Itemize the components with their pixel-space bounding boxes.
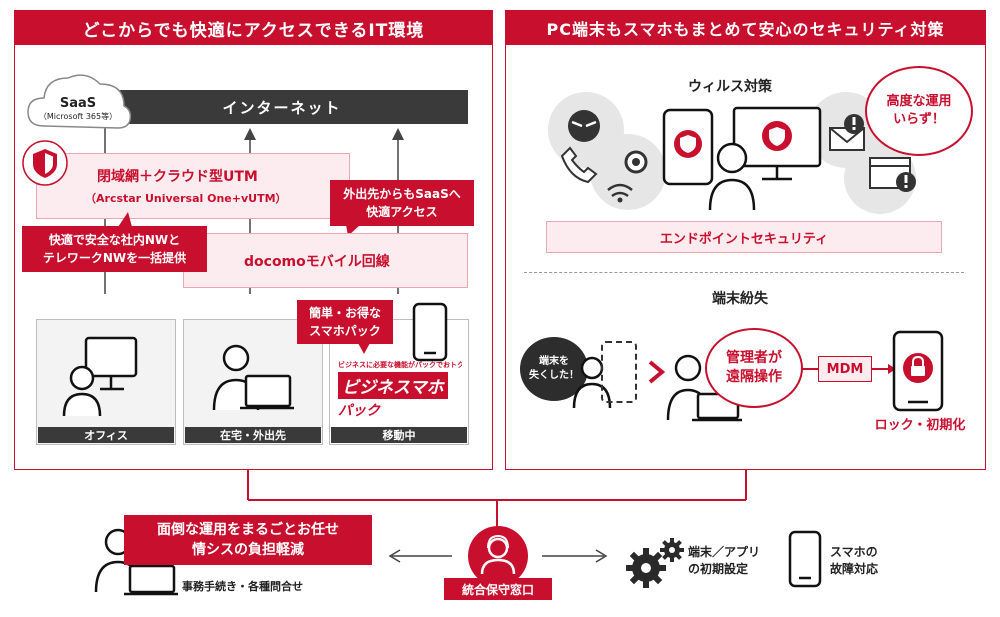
gear-icon [626, 538, 684, 588]
pack-logo-sub: パック [338, 403, 380, 419]
endpoint-security-bar: エンドポイントセキュリティ [546, 221, 942, 253]
loss-heading: 端末紛失 [712, 291, 768, 307]
business-smartphone-pack-logo: ビジネスに必要な機能がパックでおトク ビジネスマホ パック [338, 360, 462, 422]
callout-outsourcing-line2: 情シスの負担軽減 [192, 542, 304, 558]
saas-label: SaaS （Microsoft 365等） [28, 96, 128, 122]
callout-external-access: 外出先からもSaaSへ 快適アクセス [330, 180, 474, 226]
closed-network-title: 閉域網＋クラウド型UTM [97, 169, 258, 185]
device-setup-label: 端末／アプリ の初期設定 [688, 545, 761, 576]
support-window-label: 統合保守窓口 [444, 578, 552, 600]
docomo-mobile-label: docomoモバイル回線 [244, 254, 390, 270]
bottom-connectors [247, 470, 747, 563]
endpoint-security-label: エンドポイントセキュリティ [659, 231, 829, 247]
location-label-home: 在宅・外出先 [185, 427, 321, 443]
callout-smartphone-pack: 簡単・お得な スマホパック [297, 300, 393, 344]
callout-pack-text: 簡単・お得な スマホパック [308, 306, 381, 338]
lost-device-illustration [572, 341, 742, 422]
location-office [36, 319, 176, 445]
lock-init-label: ロック・初期化 [874, 418, 966, 433]
shield-icon [22, 140, 68, 186]
callout-outsourcing-line1: 面倒な運用をまるごとお任せ [157, 522, 339, 538]
internet-label: インターネット [222, 98, 342, 117]
virus-threat-illustration [548, 92, 916, 214]
virus-heading: ウィルス対策 [688, 79, 772, 95]
docomo-mobile-box: docomoモバイル回線 [183, 233, 468, 288]
saas-title: SaaS [59, 96, 97, 111]
location-label-office: オフィス [38, 427, 174, 443]
callout-outsourcing: 面倒な運用をまるごとお任せ 情シスの負担軽減 [124, 515, 372, 565]
support-window-icon [468, 526, 528, 586]
bubble-no-ops-text: 高度な運用 いらず！ [886, 94, 952, 127]
right-divider [524, 272, 964, 273]
closed-network-box: 閉域網＋クラウド型UTM （Arcstar Universal One+vUTM… [36, 153, 350, 219]
callout-external-text: 外出先からもSaaSへ 快適アクセス [343, 187, 461, 219]
locked-phone-icon [892, 330, 944, 412]
bubble-lost-text: 端末を 失くした！ [529, 356, 579, 381]
office-worker-icon [62, 336, 138, 417]
phone-repair-icon [788, 530, 822, 588]
bubble-lost-device: 端末を 失くした！ [520, 337, 588, 401]
bubble-admin-remote-text: 管理者が 遠隔操作 [726, 350, 782, 385]
it-admin-icon [94, 528, 178, 596]
pack-logo-tagline: ビジネスに必要な機能がパックでおトク [338, 361, 462, 369]
left-panel-title: どこからでも快適にアクセスできるIT環境 [15, 11, 492, 45]
bubble-admin-remote: 管理者が 遠隔操作 [705, 328, 803, 408]
callout-pack-tail [358, 343, 370, 354]
admin-tasks-label: 事務手続き・各種問合せ [182, 580, 303, 593]
mdm-arrows [802, 364, 896, 374]
location-label-mobile: 移動中 [331, 427, 467, 443]
callout-safe-network: 快適で安全な社内NWと テレワークNWを一括提供 [22, 226, 207, 272]
phone-repair-label: スマホの 故障対応 [830, 545, 879, 576]
saas-subtitle: （Microsoft 365等） [38, 112, 118, 121]
right-panel-title: PC端末もスマホもまとめて安心のセキュリティ対策 [506, 11, 985, 45]
callout-safe-tail [118, 212, 132, 227]
callout-safe-text: 快適で安全な社内NWと テレワークNWを一括提供 [42, 233, 187, 265]
mdm-box: MDM [818, 356, 872, 382]
smartphone-icon [412, 302, 448, 362]
bubble-no-ops: 高度な運用 いらず！ [865, 66, 973, 156]
pack-logo-main: ビジネスマホ [338, 372, 448, 399]
saas-cloud-icon [27, 74, 132, 129]
closed-network-subtitle: （Arcstar Universal One+vUTM） [85, 192, 287, 205]
internet-bar: インターネット [96, 90, 468, 124]
mdm-label: MDM [826, 361, 864, 377]
remote-worker-icon [212, 344, 294, 411]
